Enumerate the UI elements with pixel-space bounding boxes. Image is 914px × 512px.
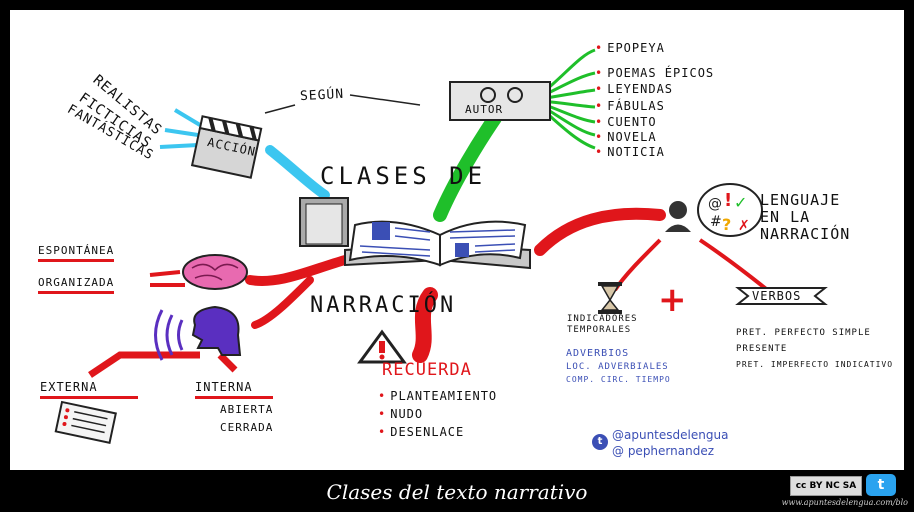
- indicadores-item-adverbios: ADVERBIOS: [566, 348, 630, 359]
- footer-bar: Clases del texto narrativo cc BY NC SA t…: [0, 472, 914, 512]
- svg-text:✗: ✗: [738, 218, 750, 234]
- map-title-line1: CLASES DE: [320, 162, 487, 190]
- autor-box: [449, 81, 551, 121]
- voice-interna: INTERNA: [195, 380, 273, 399]
- autor-type-poemas-epicos: POEMAS ÉPICOS: [595, 66, 714, 80]
- speaking-head-icon: [154, 305, 242, 361]
- indicadores-title-line2: TEMPORALES: [567, 325, 632, 335]
- plus-sign: +: [658, 280, 688, 320]
- lenguaje-title-line2: EN LA: [760, 208, 811, 226]
- autor-type-novela: NOVELA: [595, 130, 657, 144]
- connector-layer: @ ! ✓ # ? ✗: [54, 48, 828, 444]
- paper-stack-icon: [54, 400, 117, 444]
- voice-externa: EXTERNA: [40, 380, 138, 399]
- recuerda-item-nudo: NUDO: [378, 407, 423, 421]
- recuerda-title: RECUERDA: [382, 360, 472, 380]
- link-autor: [433, 111, 502, 222]
- twitter-badge-icon: t: [866, 474, 896, 496]
- indicadores-title-line1: INDICADORES: [567, 314, 638, 324]
- autor-type-noticia: NOTICIA: [595, 145, 665, 159]
- speech-bubble-icon: @ ! ✓ # ? ✗: [665, 183, 763, 237]
- svg-text:✓: ✓: [734, 193, 747, 212]
- mind-map-canvas: @ ! ✓ # ? ✗: [10, 10, 904, 470]
- lenguaje-title-line3: NARRACIÓN: [760, 225, 851, 243]
- svg-text:#: #: [710, 214, 722, 230]
- form-espontanea: ESPONTÁNEA: [38, 244, 115, 262]
- segun-label: SEGÚN: [299, 86, 345, 105]
- verbos-item-presente: PRESENTE: [736, 344, 788, 354]
- svg-text:@: @: [708, 196, 722, 212]
- footer-url: www.apuntesdelengua.com/blo: [781, 498, 908, 507]
- link-accion: [265, 145, 330, 200]
- interna-abierta: ABIERTA: [220, 403, 274, 416]
- recuerda-item-planteamiento: PLANTEAMIENTO: [378, 389, 497, 403]
- interna-cerrada: CERRADA: [220, 421, 274, 434]
- verbos-item-pret-perfecto: PRET. PERFECTO SIMPLE: [736, 328, 871, 338]
- indicadores-item-comp-circ: COMP. CIRC. TIEMPO: [566, 375, 671, 384]
- link-voice: [251, 276, 314, 329]
- indicadores-title: INDICADORES TEMPORALES: [567, 314, 638, 336]
- lenguaje-title: LENGUAJE EN LA NARRACIÓN: [760, 192, 850, 243]
- autor-type-leyendas: LEYENDAS: [595, 82, 673, 96]
- brain-icon: [182, 254, 248, 290]
- svg-text:!: !: [724, 190, 732, 211]
- verbos-title: VERBOS: [752, 289, 802, 303]
- autor-type-fabulas: FÁBULAS: [595, 99, 665, 113]
- link-recuerda: [412, 287, 438, 363]
- creative-commons-badge: cc BY NC SA: [790, 476, 862, 496]
- svg-text:?: ?: [722, 215, 731, 234]
- link-brain: [245, 255, 350, 286]
- clapperboard-icon: [190, 115, 263, 179]
- autor-type-epopeya: EPOPEYA: [595, 41, 665, 55]
- books-icon: [299, 197, 531, 270]
- social-handle-2: @ pephernandez: [612, 444, 715, 458]
- twitter-icon: t: [592, 434, 608, 450]
- autor-type-cuento: CUENTO: [595, 115, 657, 129]
- footer-title: Clases del texto narrativo: [326, 480, 588, 504]
- indicadores-item-loc-adverbiales: LOC. ADVERBIALES: [566, 362, 669, 372]
- form-organizada: ORGANIZADA: [38, 276, 115, 294]
- verbos-box: [735, 287, 828, 305]
- verbos-item-pret-imperfecto: PRET. IMPERFECTO INDICATIVO: [736, 360, 894, 369]
- link-lenguaje: [534, 207, 666, 256]
- lenguaje-title-line1: LENGUAJE: [760, 191, 841, 209]
- recuerda-item-desenlace: DESENLACE: [378, 425, 464, 439]
- link-verbos: [698, 238, 772, 294]
- social-handle-1: @apuntesdelengua: [612, 428, 729, 442]
- map-title-line2: NARRACIÓN: [310, 293, 457, 318]
- warning-icon: [357, 329, 407, 364]
- autor-label: AUTOR: [465, 103, 504, 116]
- hourglass-icon: [598, 282, 622, 314]
